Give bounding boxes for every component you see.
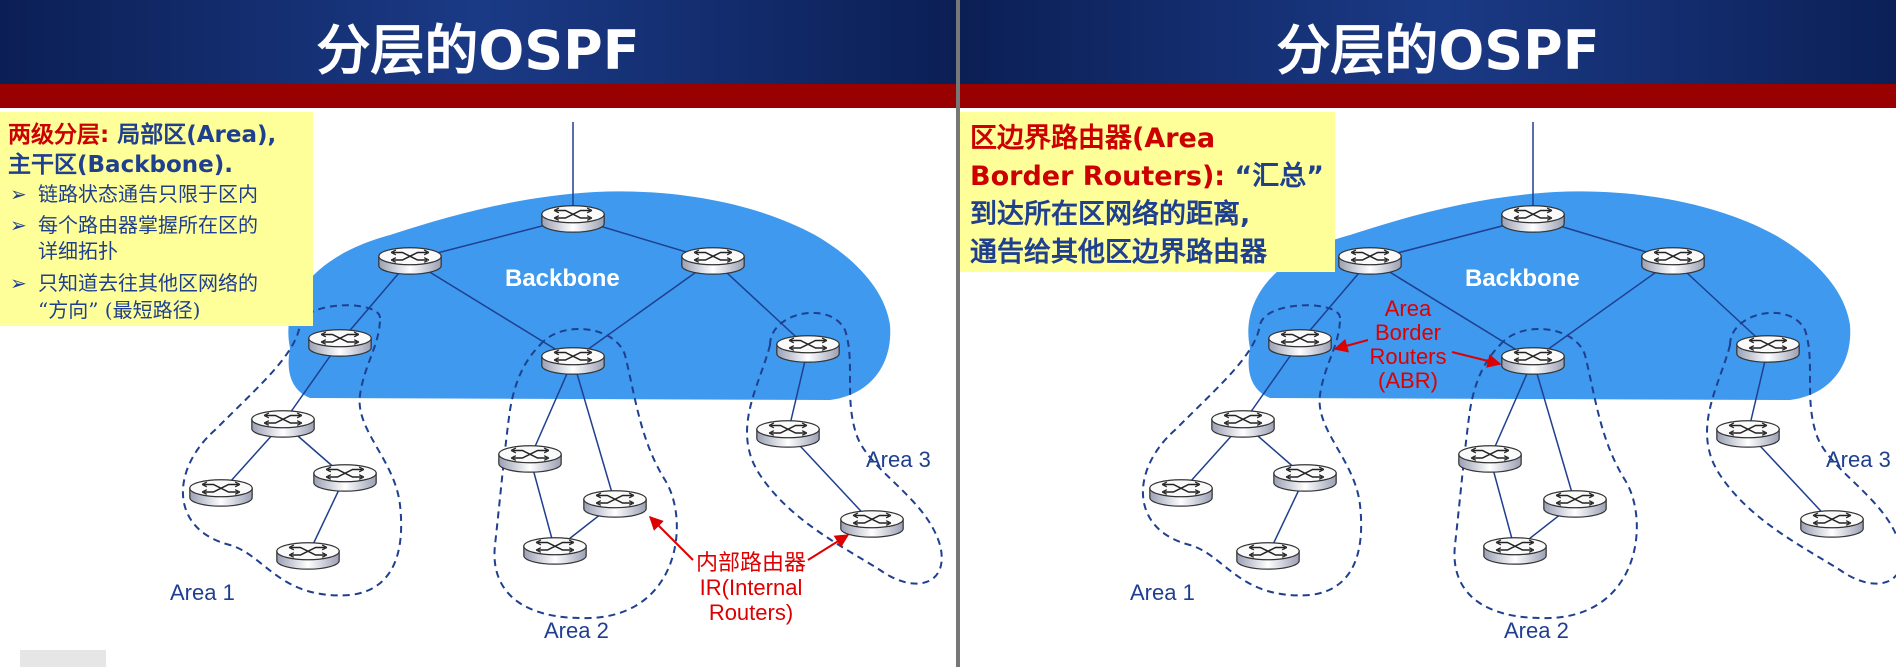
area3-boundary bbox=[746, 311, 943, 585]
area1-boundary bbox=[182, 304, 403, 597]
ir-label-line1: 内部路由器 bbox=[696, 551, 806, 576]
area1-label: Area 1 bbox=[170, 580, 235, 605]
arrow-bullet-icon: ➢ bbox=[10, 271, 27, 295]
area1-label: Area 1 bbox=[1130, 580, 1195, 605]
bullet-1-line-1: 链路状态通告只限于区内 bbox=[38, 182, 258, 206]
abr-note-line2-red: Border Routers): bbox=[970, 161, 1235, 192]
abr-label-line4: (ABR) bbox=[1378, 368, 1438, 393]
note-heading-red: 两级分层: bbox=[8, 121, 117, 148]
ospf-hierarchy-diagram: Backbone Area 1 Area 2 Area 3 内部路由器 IR(I… bbox=[170, 122, 943, 643]
abr-note-line2-blue: “汇总” bbox=[1235, 161, 1325, 192]
slide-left: 分层的OSPF bbox=[0, 0, 956, 667]
slide-title: 分层的OSPF bbox=[316, 19, 640, 82]
note-heading-blue: 局部区(Area), bbox=[117, 121, 276, 148]
abr-label-line1: Area bbox=[1385, 296, 1432, 321]
area3-label: Area 3 bbox=[1826, 447, 1891, 472]
ir-label-line3: Routers) bbox=[709, 600, 793, 625]
ospf-abr-diagram: Backbone Area 1 Area 2 Area 3 Area Borde… bbox=[1130, 122, 1896, 643]
abr-note bbox=[960, 112, 1335, 272]
svg-text:Border Routers): “汇总”: Border Routers): “汇总” bbox=[970, 161, 1324, 192]
area3-boundary bbox=[1706, 311, 1896, 585]
bullet-2-line-2: 详细拓扑 bbox=[38, 239, 118, 263]
ir-label-line2: IR(Internal bbox=[700, 575, 803, 600]
title-underline-bar bbox=[0, 84, 956, 108]
abr-note-line4: 通告给其他区边界路由器 bbox=[970, 236, 1268, 268]
backbone-cloud bbox=[1248, 191, 1851, 400]
bullet-3-line-2: “方向” (最短路径) bbox=[38, 298, 200, 322]
slide-header: 分层的OSPF bbox=[960, 0, 1896, 84]
slide-header: 分层的OSPF bbox=[0, 0, 956, 84]
bullet-3-line-1: 只知道去往其他区网络的 bbox=[38, 271, 258, 295]
hierarchy-note-text: 两级分层: 局部区(Area), 主干区(Backbone). ➢ 链路状态通告… bbox=[8, 121, 276, 322]
hierarchy-note bbox=[0, 112, 313, 326]
svg-text:两级分层: 局部区(Area),: 两级分层: 局部区(Area), bbox=[8, 121, 276, 148]
slide-title: 分层的OSPF bbox=[1276, 19, 1600, 82]
backbone-label: Backbone bbox=[505, 265, 620, 292]
bullet-2-line-1: 每个路由器掌握所在区的 bbox=[38, 213, 258, 237]
backbone-label: Backbone bbox=[1465, 265, 1580, 292]
area3-label: Area 3 bbox=[866, 447, 931, 472]
area2-boundary bbox=[1453, 328, 1638, 620]
arrow-bullet-icon: ➢ bbox=[10, 213, 27, 237]
abr-note-line1: 区边界路由器(Area bbox=[970, 122, 1215, 154]
abr-label-line3: Routers bbox=[1369, 344, 1446, 369]
abr-label-line2: Border bbox=[1375, 320, 1441, 345]
backbone-cloud bbox=[288, 191, 891, 400]
area2-label: Area 2 bbox=[544, 618, 609, 643]
area2-label: Area 2 bbox=[1504, 618, 1569, 643]
slide-right: 分层的OSPF bbox=[960, 0, 1896, 667]
slide-nav-box[interactable] bbox=[20, 650, 106, 667]
area2-boundary bbox=[493, 328, 678, 620]
abr-note-line3: 到达所在区网络的距离, bbox=[970, 198, 1250, 230]
title-underline-bar bbox=[960, 84, 1896, 108]
arrow-bullet-icon: ➢ bbox=[10, 182, 27, 206]
area1-boundary bbox=[1142, 304, 1363, 597]
slide-divider bbox=[956, 0, 960, 667]
note-heading-blue-2: 主干区(Backbone). bbox=[8, 152, 233, 178]
abr-note-text: 区边界路由器(Area Border Routers): “汇总” 到达所在区网… bbox=[970, 122, 1324, 268]
